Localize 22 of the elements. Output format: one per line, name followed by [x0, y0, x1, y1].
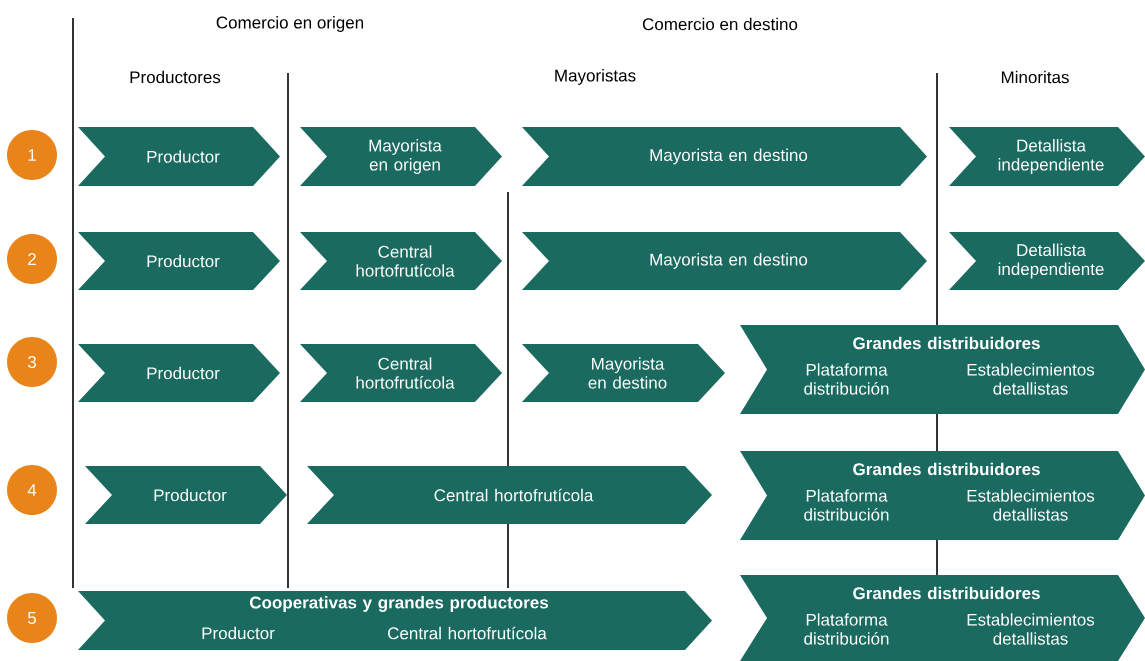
chevron-box: Central hortofrutícola	[300, 344, 502, 402]
chevron-box: Mayorista en destino	[522, 232, 927, 290]
chevron-box: Grandes distribuidores Plataforma distribución Establecimientos detallistas	[740, 451, 1145, 540]
chevron-box: Mayorista en destino	[522, 344, 725, 402]
column-heading: Comercio en destino	[642, 17, 798, 31]
chevron-box: Grandes distribuidores Plataforma distribución Establecimientos detallistas	[740, 325, 1145, 414]
chevron-box: Central hortofrutícola	[307, 466, 712, 524]
chevron-box: Productor	[78, 127, 280, 186]
chevron-box: Mayorista en origen	[300, 127, 502, 186]
chevron-box: Mayorista en destino	[522, 127, 927, 186]
column-heading: Comercio en origen	[216, 16, 364, 32]
chevron-box: Productor	[78, 344, 280, 402]
chevron-box: Productor	[78, 232, 280, 290]
chevron-box: Cooperativas y grandes productores Productor Central hortofrutícola	[78, 591, 712, 650]
chevron-box: Detallista independiente	[949, 127, 1145, 186]
column-heading: Minoritas	[1001, 70, 1069, 84]
chevron-box: Productor	[85, 466, 287, 524]
column-heading: Productores	[130, 70, 221, 84]
column-heading: Mayoristas	[555, 69, 636, 85]
chevron-box: Detallista independiente	[949, 232, 1145, 290]
chevron-box: Grandes distribuidores Plataforma distribución Establecimientos detallistas	[740, 575, 1145, 661]
chevron-box: Central hortofrutícola	[300, 232, 502, 290]
